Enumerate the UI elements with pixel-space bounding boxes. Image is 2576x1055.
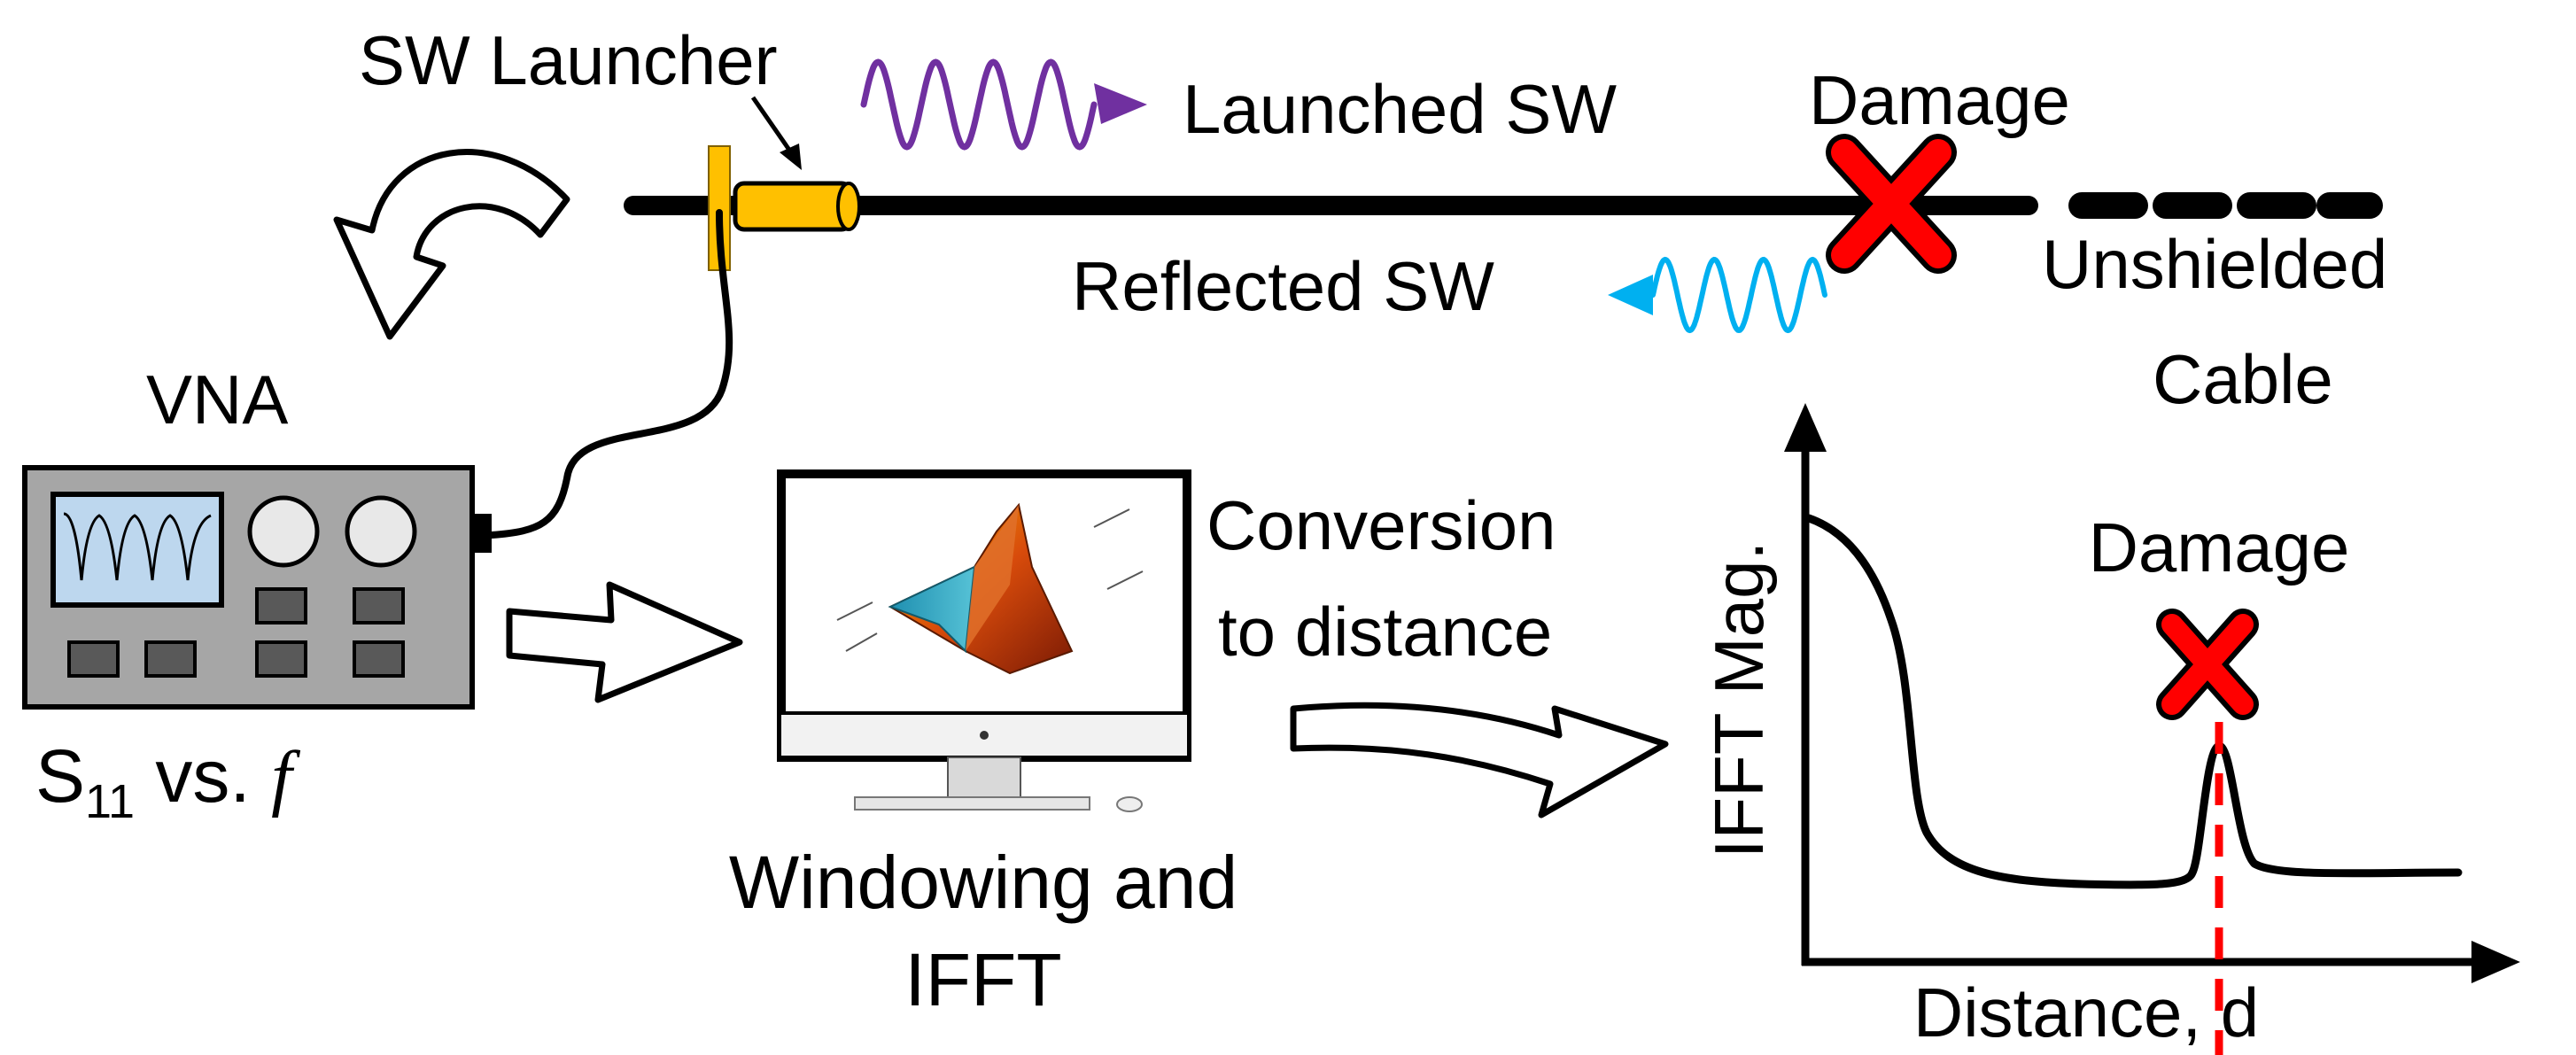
frequency-symbol: f xyxy=(271,736,301,818)
launcher-pointer-arrow xyxy=(750,96,802,170)
unshielded-label: Unshielded xyxy=(2042,225,2387,303)
ifft-plot xyxy=(1784,403,2520,1055)
vna-trace xyxy=(63,512,212,581)
damage-cable-label: Damage xyxy=(1809,61,2070,139)
damage-plot-label: Damage xyxy=(2089,508,2350,586)
reflected-sw-label: Reflected SW xyxy=(1072,247,1494,325)
to-distance-label: to distance xyxy=(1218,593,1552,671)
x-axis-label: Distance, d xyxy=(1913,974,2259,1051)
feed-cable xyxy=(488,209,733,539)
s11-subscript: 11 xyxy=(85,775,135,828)
y-axis-arrowhead xyxy=(1784,403,1827,452)
cable-label: Cable xyxy=(2153,340,2333,418)
launched-wave-icon xyxy=(860,58,1147,151)
vna-label: VNA xyxy=(146,361,288,438)
plot-damage-x-icon xyxy=(2156,609,2259,720)
computer-monitor-icon xyxy=(777,469,1191,812)
vna-knob-1 xyxy=(247,495,320,568)
arrow-vna-to-computer xyxy=(506,581,743,703)
s11-s-letter: S xyxy=(35,734,85,818)
cable-damage-x-icon xyxy=(1826,134,1957,274)
arrow-computer-to-plot xyxy=(1290,702,1669,818)
windowing-label: Windowing and xyxy=(729,841,1238,924)
sw-launcher-label: SW Launcher xyxy=(359,21,778,99)
y-axis-label: IFFT Mag. xyxy=(1700,541,1778,858)
ifft-label: IFFT xyxy=(904,938,1061,1021)
x-axis-arrowhead xyxy=(2471,941,2520,983)
launched-sw-label: Launched SW xyxy=(1183,70,1617,148)
vna-instrument-icon xyxy=(22,465,492,710)
curved-arrow-to-vna xyxy=(333,149,570,340)
sw-launcher-icon xyxy=(708,145,861,271)
reflected-wave-icon xyxy=(1608,256,1827,334)
s11-vs-f-label: S11 vs. f xyxy=(35,734,301,828)
ifft-curve xyxy=(1804,514,2463,889)
matlab-surface-icon xyxy=(836,502,1144,675)
conversion-label: Conversion xyxy=(1207,486,1556,564)
s11-vs: vs. xyxy=(135,734,271,818)
vna-knob-2 xyxy=(345,495,417,568)
